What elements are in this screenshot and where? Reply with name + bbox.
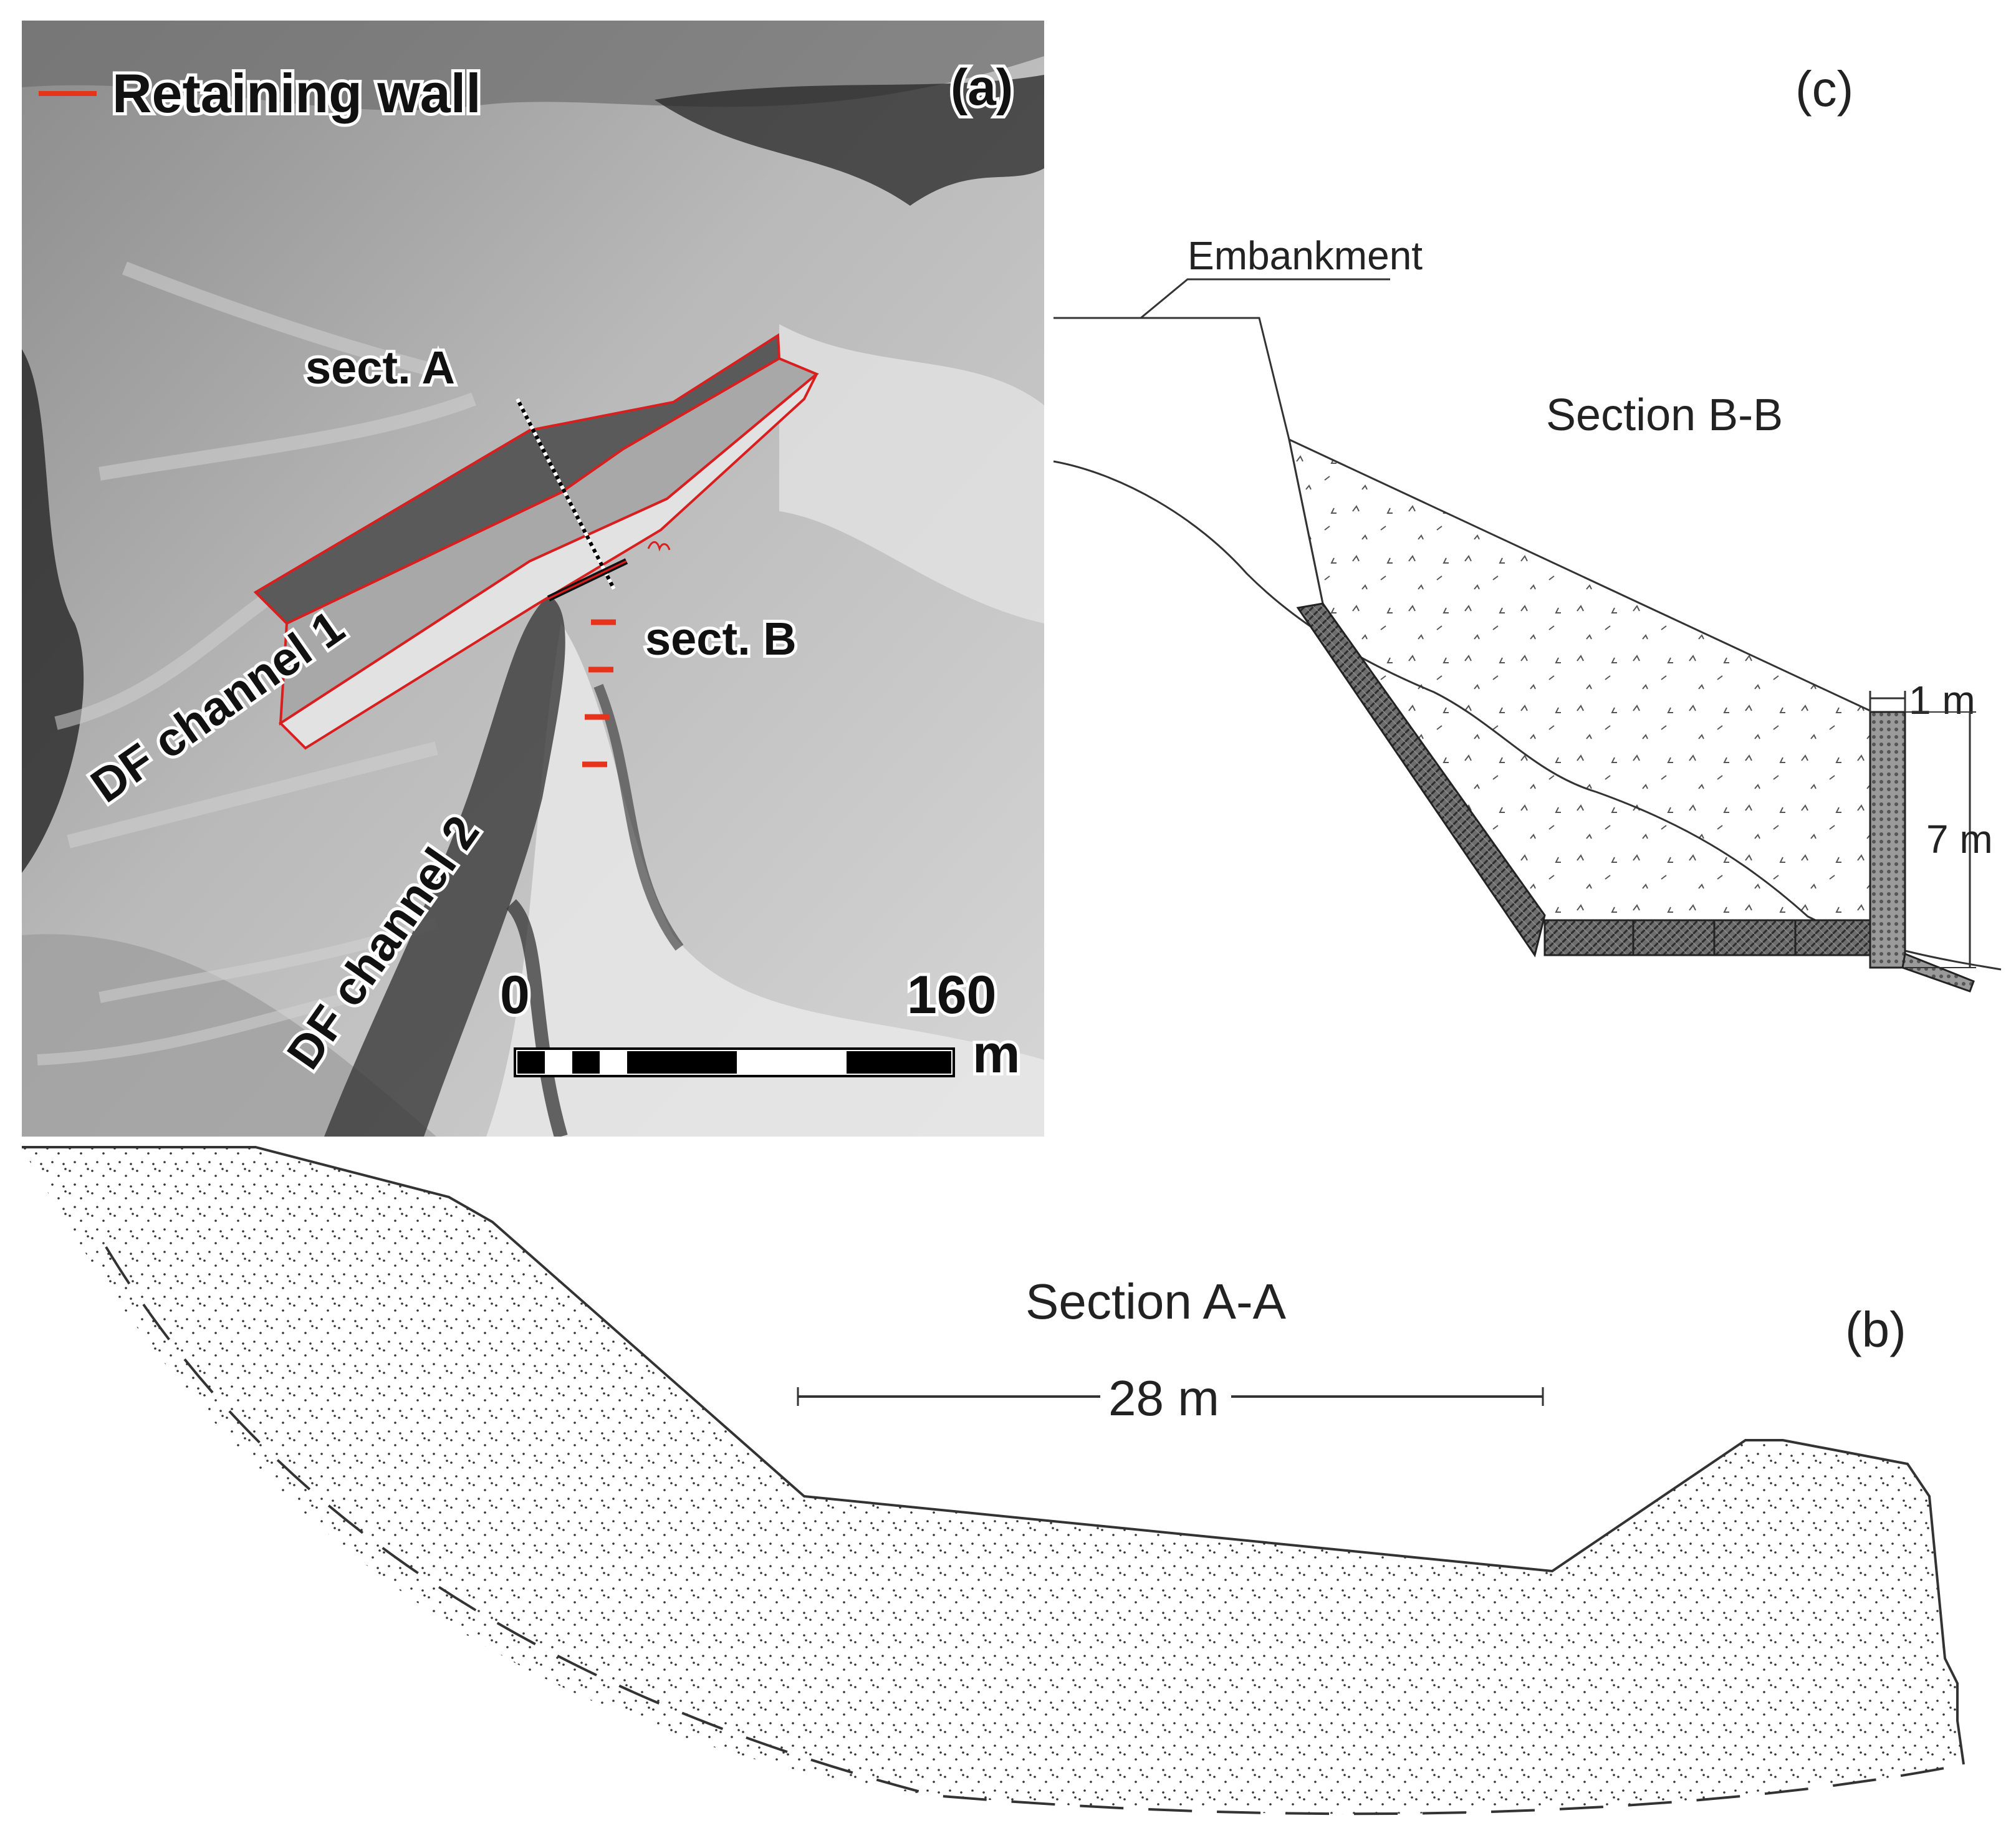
scale-end-label: 160: [907, 965, 997, 1025]
terrain-track: [54, 261, 476, 849]
retaining-wall-mark: [647, 541, 671, 552]
embankment-outline: [1141, 317, 1324, 604]
terrain-shadow: [655, 75, 1044, 206]
section-a-line: [516, 398, 616, 590]
terrain-gully: [593, 684, 684, 951]
section-a-a-fill: [22, 1147, 1964, 1814]
terrain-track: [37, 917, 438, 1065]
retaining-wall-section: [1869, 711, 1906, 969]
panel-c-label: (c): [1795, 61, 1853, 117]
wall-thickness-label: 1 m: [1909, 678, 1975, 723]
terrain-gully: [506, 899, 568, 1137]
section-a-a-title: Section A-A: [1025, 1274, 1287, 1329]
panel-a-label: (a): [951, 59, 1013, 116]
bottom-lining: [1543, 919, 1871, 956]
scale-start-label: 0: [500, 965, 530, 1025]
scale-bar: 0 160 m: [497, 962, 1023, 1087]
scale-unit-label: m: [972, 1024, 1020, 1084]
inclined-lining: [1296, 602, 1546, 958]
embankment-leader: [1054, 278, 1390, 319]
section-a-line-shadow: [516, 398, 616, 590]
section-a-a-panel: Section A-A (b) 28 m: [22, 1146, 1965, 1816]
section-a-a-ground-line: [22, 1146, 1965, 1765]
df-channel-1-lower-bank: [278, 373, 818, 750]
terrain-shadow: [22, 349, 84, 873]
wall-foot: [1901, 952, 1975, 993]
scale-segment: [627, 1051, 737, 1074]
df-channel-2-area: [324, 595, 565, 1137]
wall-height-label: 7 m: [1926, 817, 1993, 862]
panel-b-label: (b): [1845, 1302, 1906, 1357]
retaining-walls: [582, 619, 616, 767]
scale-segment: [517, 1051, 545, 1074]
section-a-label: sect. A: [305, 342, 455, 393]
terrain-light-slope: [779, 324, 1044, 623]
map-panel: [22, 21, 1044, 1137]
section-a-a-bedrock-line: [105, 1246, 1964, 1816]
section-b-b-title: Section B-B: [1546, 390, 1783, 440]
scale-segment: [572, 1051, 600, 1074]
section-b-outline: [548, 560, 627, 600]
terrain-light-slope: [486, 623, 1044, 1137]
embankment-label: Embankment: [1188, 233, 1423, 278]
section-b-b-panel: (c) Embankment Section B-B 1 m 7 m: [1053, 61, 2002, 993]
terrain-slope: [22, 934, 436, 1137]
legend-label-retaining-wall: Retaining wall: [112, 62, 481, 124]
width-dimension-label: 28 m: [1108, 1370, 1219, 1426]
scale-segment: [847, 1051, 951, 1074]
section-b-label: sect. B: [645, 613, 797, 665]
